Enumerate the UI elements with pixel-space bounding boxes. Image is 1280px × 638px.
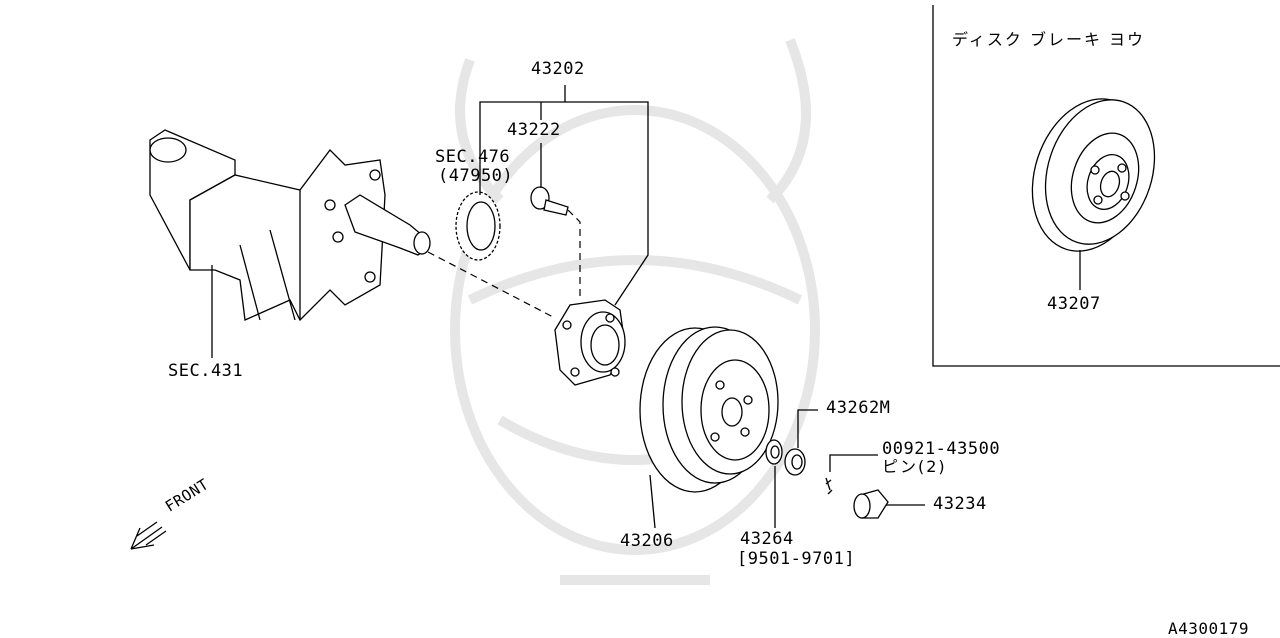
label-43202: 43202	[531, 59, 585, 79]
pin	[825, 477, 833, 495]
label-pin: ピン(2)	[882, 457, 947, 476]
label-43262m: 43262M	[826, 398, 891, 418]
label-43234: 43234	[933, 494, 987, 514]
label-sec476: SEC.476	[435, 147, 511, 167]
hub-bolt	[530, 186, 569, 216]
wheel-nut	[784, 448, 806, 476]
label-43207: 43207	[1047, 294, 1101, 314]
brake-disc-rotor	[1031, 98, 1156, 252]
label-date-range: [9501-9701]	[737, 549, 856, 569]
leader-43206	[649, 474, 656, 529]
hub-cap	[853, 489, 889, 519]
label-00921-43500: 00921-43500	[882, 439, 1001, 459]
brake-drum	[639, 326, 779, 493]
inset-title: ディスク ブレーキ ヨウ	[952, 30, 1146, 49]
diagram-id: A4300179	[1168, 619, 1250, 638]
steering-knuckle	[149, 129, 431, 322]
assembly-line-bolt	[567, 209, 581, 300]
leader-43262m	[797, 409, 818, 448]
label-43206: 43206	[620, 531, 674, 551]
label-43264: 43264	[740, 529, 794, 549]
label-sec431: SEC.431	[168, 361, 244, 381]
leader-00921	[829, 454, 878, 472]
inset-box-border	[932, 5, 1280, 367]
label-43222: 43222	[507, 120, 561, 140]
front-arrow-icon	[130, 521, 167, 550]
label-47950: (47950)	[438, 166, 514, 186]
wheel-hub	[554, 299, 626, 386]
sensor-rotor-ring	[455, 191, 501, 261]
washer	[765, 439, 783, 465]
leader-43202-bracket	[479, 101, 649, 306]
